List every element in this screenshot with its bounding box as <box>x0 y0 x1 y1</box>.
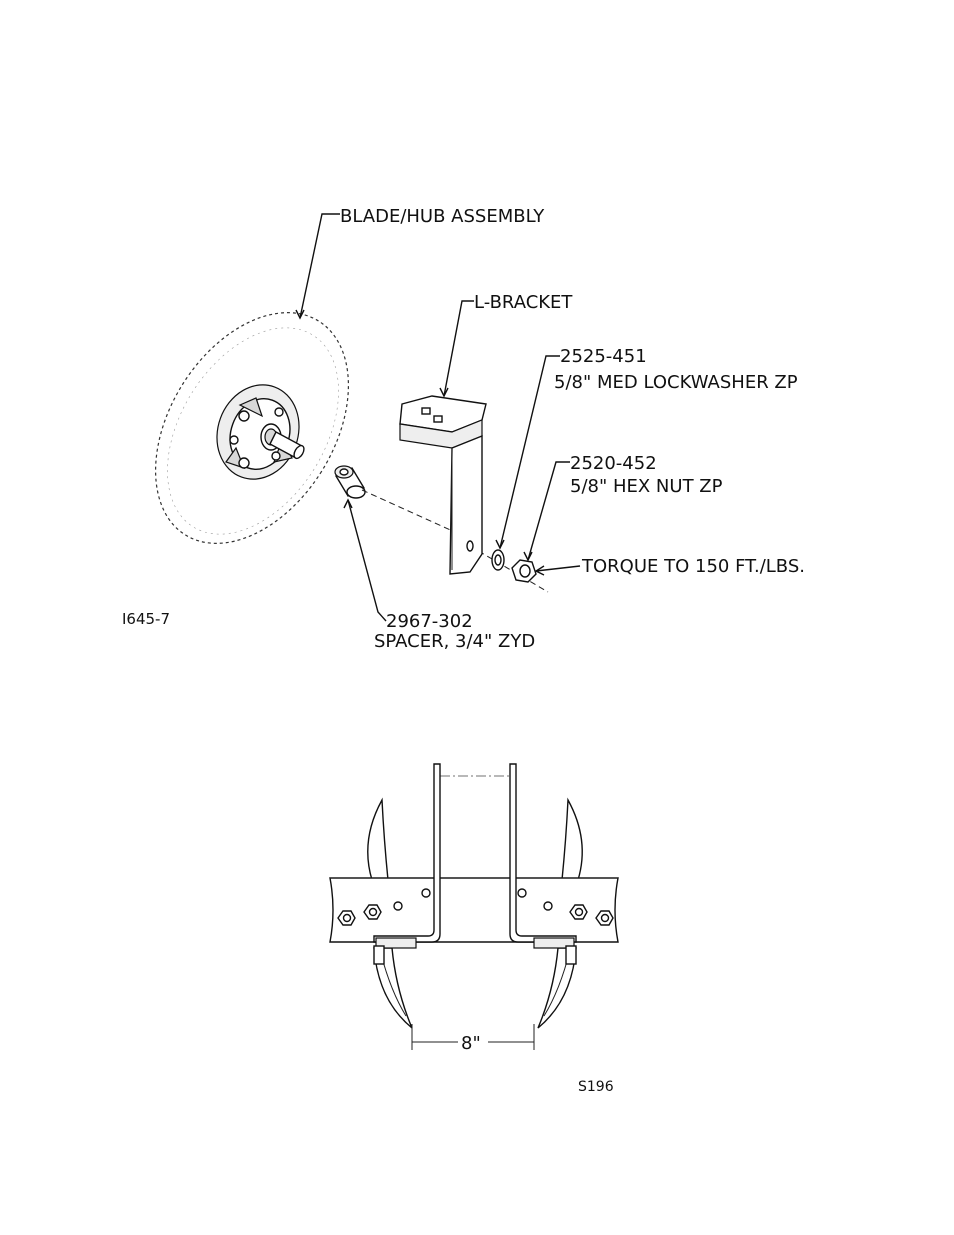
spacer-desc-label: SPACER, 3/4" ZYD <box>374 631 535 652</box>
spacer <box>335 466 365 498</box>
hexnut-desc-label: 5/8" HEX NUT ZP <box>570 476 723 497</box>
lockwasher-desc-label: 5/8" MED LOCKWASHER ZP <box>554 372 798 393</box>
lockwasher-part-label: 2525-451 <box>560 346 647 367</box>
l-bracket-label: L-BRACKET <box>474 292 573 313</box>
hub-assembly <box>204 373 312 491</box>
dimension-label: 8" <box>461 1033 481 1054</box>
torque-label: TORQUE TO 150 FT./LBS. <box>581 556 805 577</box>
front-view: 8" S196 <box>330 764 618 1095</box>
spacer-part-label: 2967-302 <box>386 611 473 632</box>
dimension-8in: 8" <box>412 1024 534 1054</box>
l-bracket <box>400 396 486 574</box>
exploded-view: BLADE/HUB ASSEMBLY L-BRACKET 2525-451 5/… <box>116 206 805 652</box>
exploded-figure-id: I645-7 <box>122 610 170 628</box>
blade-hub-label: BLADE/HUB ASSEMBLY <box>340 206 545 227</box>
hexnut-part-label: 2520-452 <box>570 453 657 474</box>
front-figure-id: S196 <box>578 1079 614 1095</box>
hex-nut <box>512 560 536 582</box>
lockwasher <box>492 550 504 570</box>
